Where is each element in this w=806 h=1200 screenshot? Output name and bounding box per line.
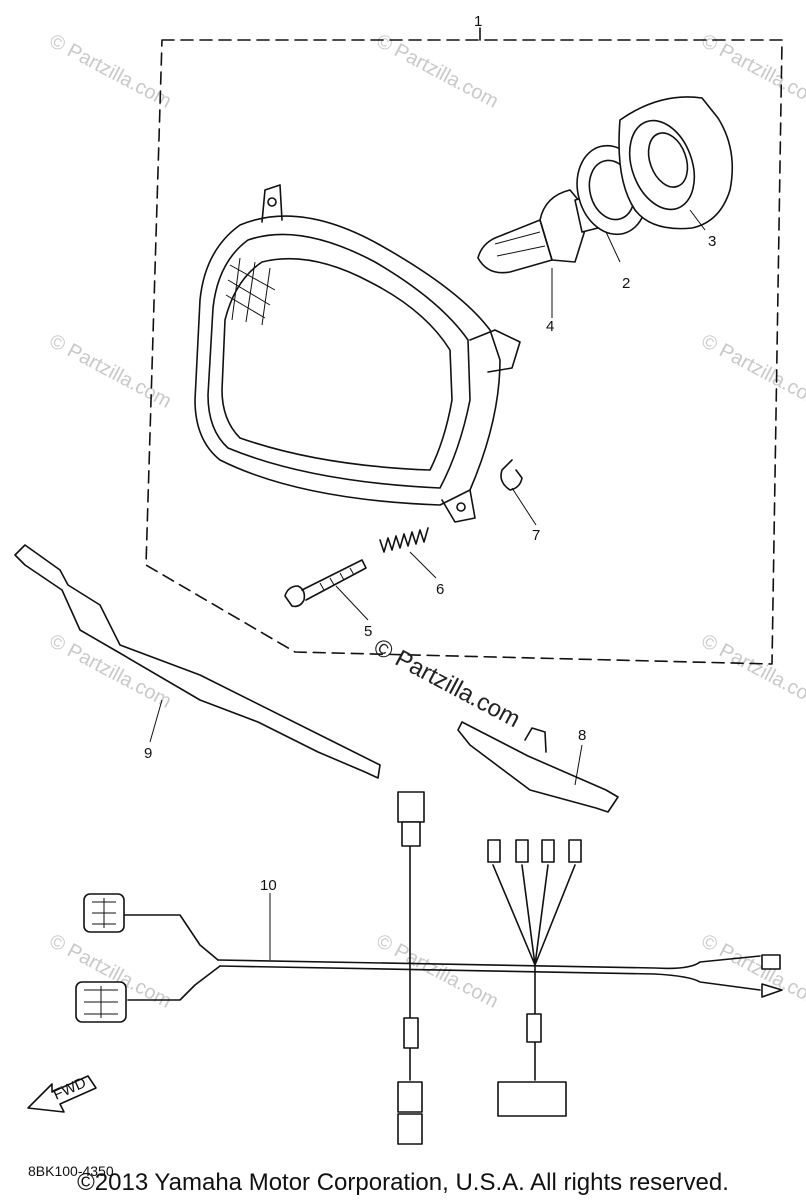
callout-8: 8 bbox=[578, 727, 586, 744]
copyright: ©2013 Yamaha Motor Corporation, U.S.A. A… bbox=[77, 1169, 729, 1196]
callout-1: 1 bbox=[474, 13, 482, 30]
watermark: © Partzilla.com bbox=[698, 330, 806, 413]
spring bbox=[379, 527, 429, 553]
forward-arrow: FWD bbox=[27, 1074, 97, 1113]
parts-diagram: © Partzilla.com © Partzilla.com © Partzi… bbox=[14, 13, 806, 1145]
watermark: © Partzilla.com bbox=[698, 630, 806, 713]
wire-harness bbox=[75, 791, 783, 1145]
callout-2: 2 bbox=[622, 275, 630, 292]
callout-4: 4 bbox=[546, 318, 554, 335]
callout-9: 9 bbox=[144, 745, 152, 762]
callouts: 1 2 3 4 5 6 7 8 9 10 bbox=[144, 13, 716, 894]
watermark: © Partzilla.com bbox=[46, 30, 175, 113]
callout-10: 10 bbox=[260, 877, 277, 894]
watermark: © Partzilla.com bbox=[698, 930, 806, 1013]
watermark: © Partzilla.com bbox=[698, 30, 806, 113]
watermark-main: © Partzilla.com bbox=[369, 633, 524, 733]
diagram-code: 8BK100-4350 bbox=[28, 1163, 114, 1179]
headlight-unit bbox=[194, 184, 521, 523]
left-bracket bbox=[14, 544, 381, 779]
callout-6: 6 bbox=[436, 581, 444, 598]
clip bbox=[500, 459, 523, 491]
assembly-boundary bbox=[145, 39, 783, 665]
callout-7: 7 bbox=[532, 527, 540, 544]
leader-lines bbox=[149, 209, 706, 960]
rubber-cover bbox=[618, 96, 734, 230]
right-bracket bbox=[457, 721, 619, 813]
watermark: © Partzilla.com bbox=[373, 30, 502, 113]
screw bbox=[284, 559, 367, 608]
watermark: © Partzilla.com bbox=[46, 330, 175, 413]
callout-3: 3 bbox=[708, 233, 716, 250]
callout-5: 5 bbox=[364, 623, 372, 640]
